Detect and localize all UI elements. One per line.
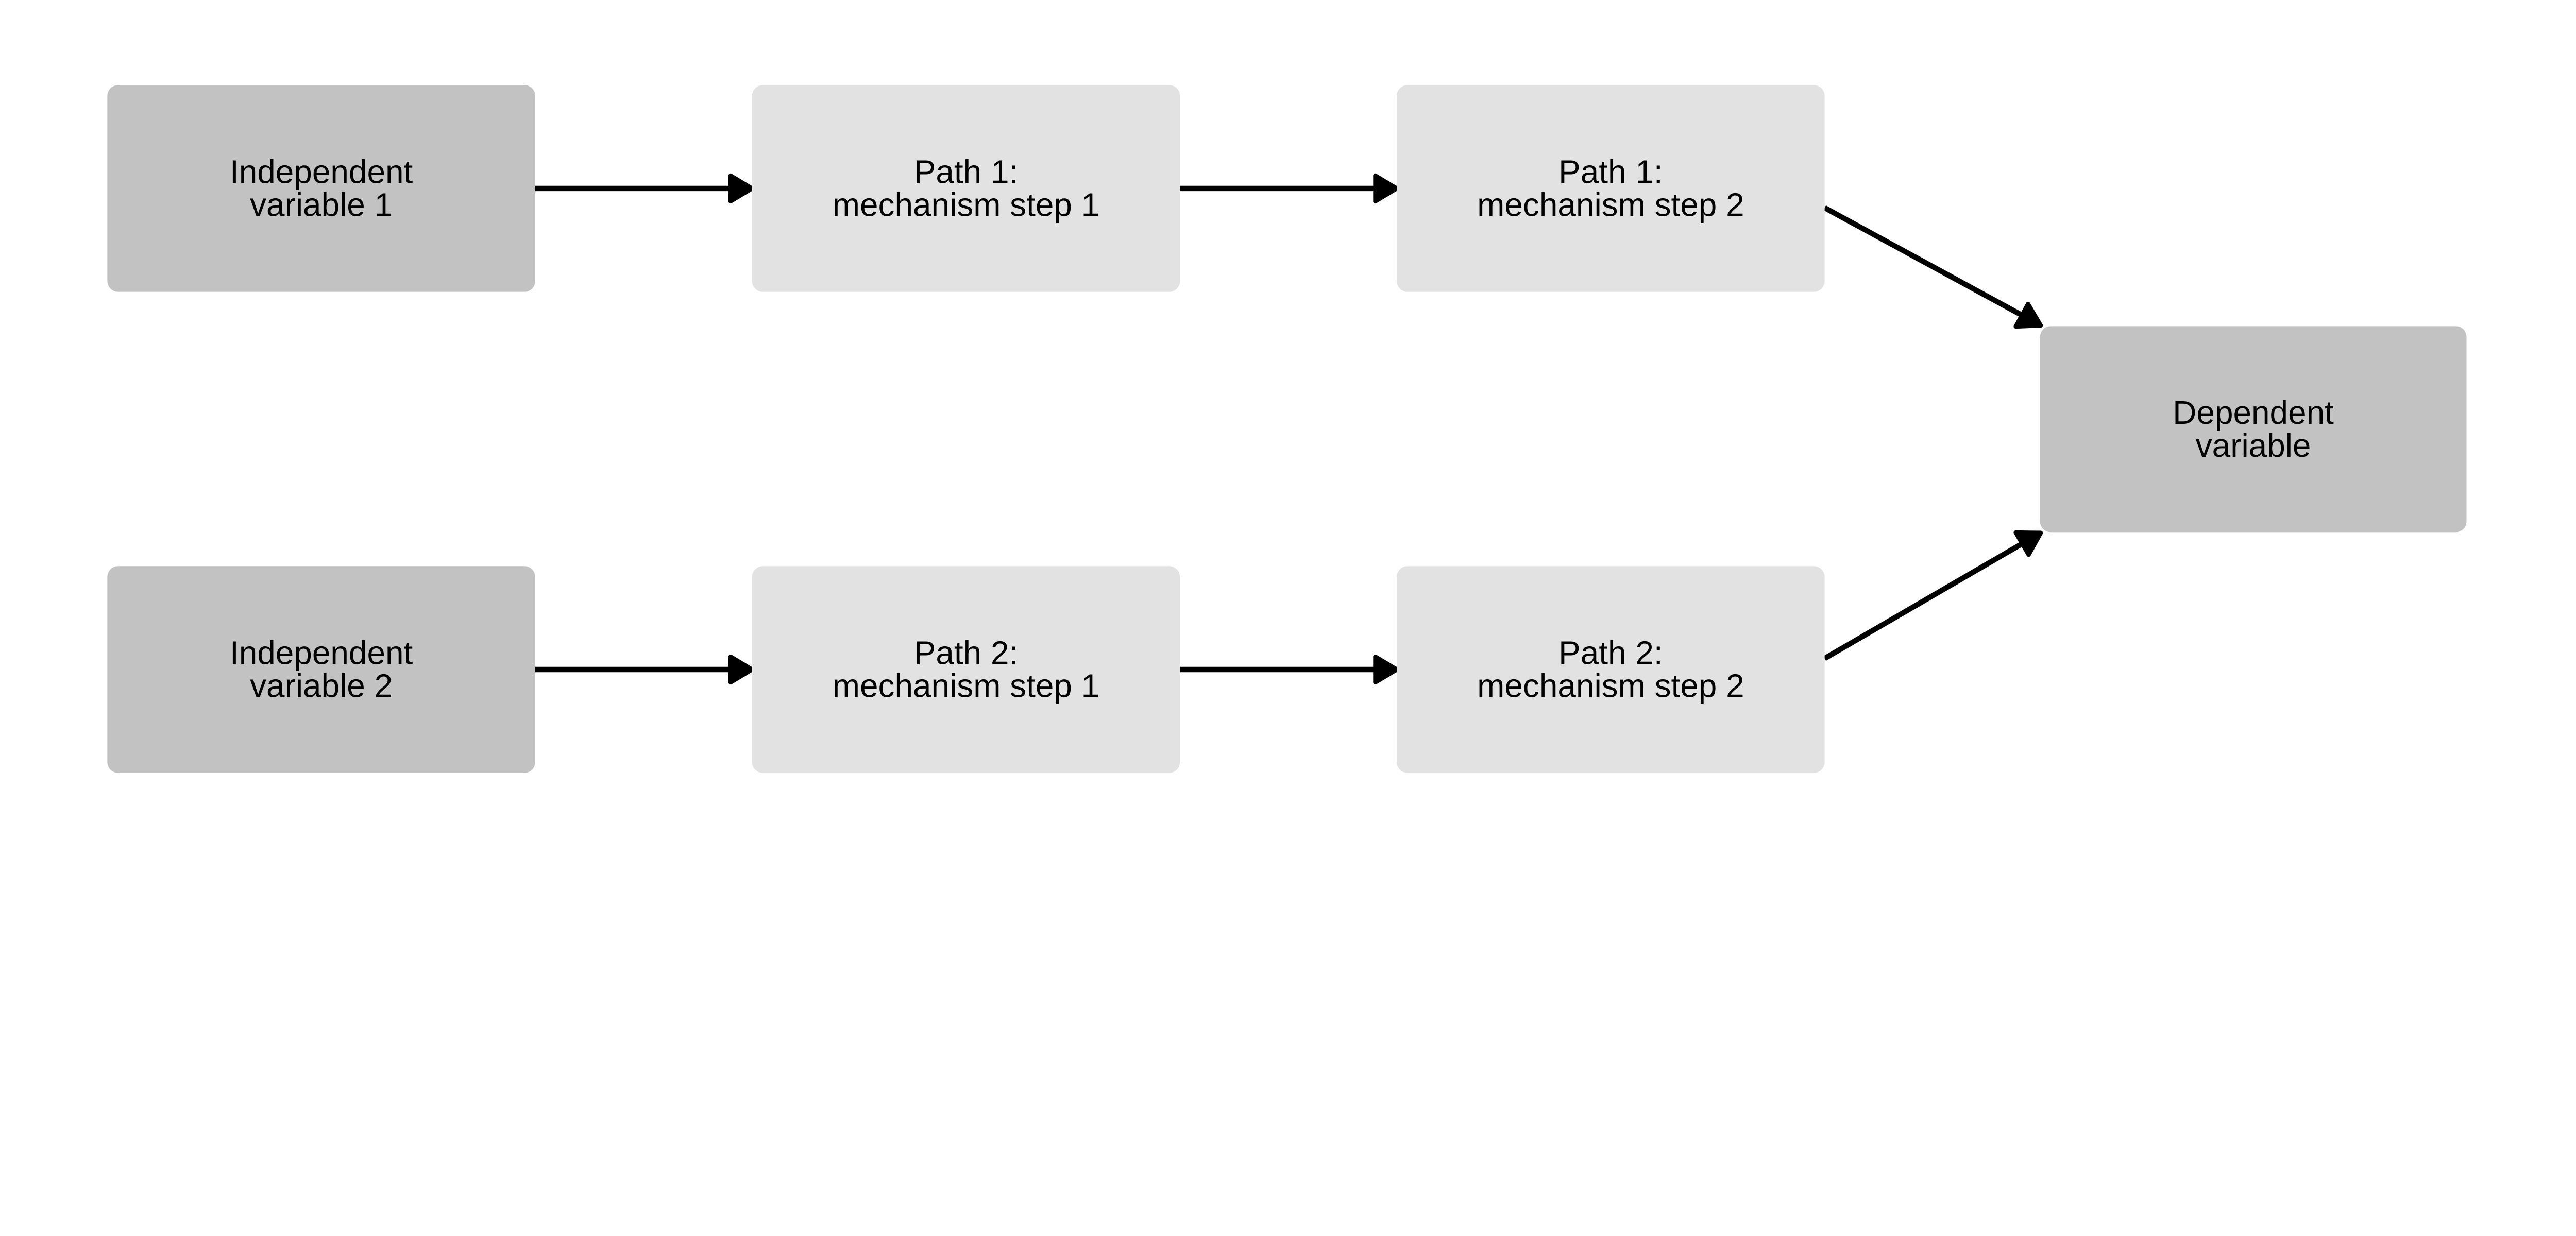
node-path2-mechanism-step-2-label: Path 2: mechanism step 2 — [1477, 634, 1744, 705]
node-dependent-variable: Dependent variable — [2040, 326, 2467, 533]
node-independent-variable-2: Independent variable 2 — [107, 566, 535, 773]
node-path1-mechanism-step-1: Path 1: mechanism step 1 — [752, 85, 1180, 292]
arrow-p2s2-to-dv — [1823, 530, 2043, 661]
node-dependent-variable-label: Dependent variable — [2173, 394, 2334, 464]
node-independent-variable-2-label: Independent variable 2 — [229, 634, 413, 705]
node-independent-variable-1: Independent variable 1 — [107, 85, 535, 292]
arrows-layer — [535, 173, 2043, 685]
node-path1-mechanism-step-2: Path 1: mechanism step 2 — [1397, 85, 1825, 292]
diagram-canvas: Independent variable 1 Path 1: mechanism… — [107, 85, 2467, 773]
node-path2-mechanism-step-2: Path 2: mechanism step 2 — [1397, 566, 1825, 773]
node-path1-mechanism-step-2-label: Path 1: mechanism step 2 — [1477, 153, 1744, 224]
arrow-p1s2-to-dv — [1823, 205, 2043, 329]
node-independent-variable-1-label: Independent variable 1 — [229, 153, 413, 224]
node-path2-mechanism-step-1-label: Path 2: mechanism step 1 — [832, 634, 1100, 705]
node-path1-mechanism-step-1-label: Path 1: mechanism step 1 — [832, 153, 1100, 224]
node-path2-mechanism-step-1: Path 2: mechanism step 1 — [752, 566, 1180, 773]
